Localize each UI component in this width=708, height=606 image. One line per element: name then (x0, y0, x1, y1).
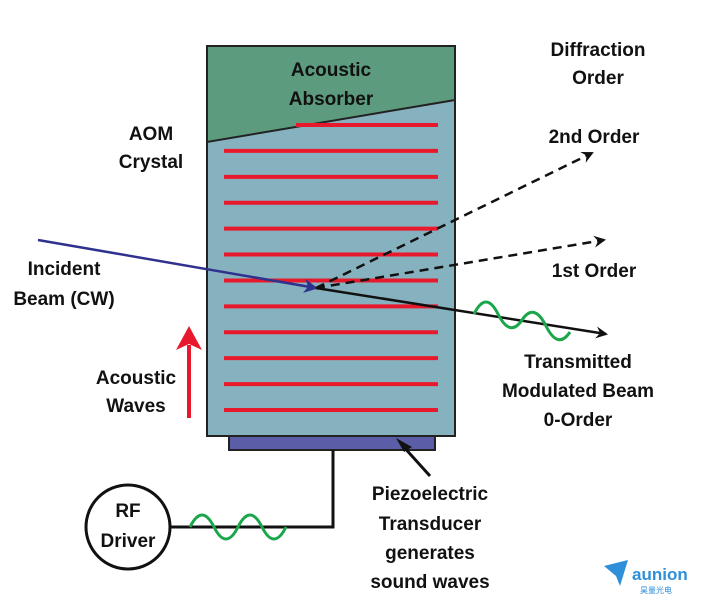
piezo-label-4: sound waves (370, 572, 489, 593)
second-order-label: 2nd Order (549, 127, 640, 148)
rf-sine-wave (188, 513, 288, 541)
diffraction-order-label-1: Diffraction (551, 40, 646, 61)
aom-crystal-label-2: Crystal (119, 152, 183, 173)
acoustic-waves-label-2: Waves (106, 396, 166, 417)
aunion-logo: aunion 昊量光电 (604, 560, 688, 595)
logo-text: aunion (632, 565, 688, 584)
rf-wire (170, 450, 335, 529)
rf-driver-label-2: Driver (101, 531, 157, 552)
diffraction-order-label-2: Order (572, 68, 624, 89)
first-order-label: 1st Order (552, 261, 637, 282)
transmitted-label-2: Modulated Beam (502, 381, 654, 402)
acoustic-waves-arrow-head (176, 326, 202, 350)
first-order-beam (315, 235, 606, 290)
aom-crystal-label-1: AOM (129, 124, 173, 145)
piezo-label-2: Transducer (379, 514, 482, 535)
rf-driver (84, 483, 172, 571)
transmitted-label-1: Transmitted (524, 352, 632, 373)
acoustic-absorber-label-1: Acoustic (291, 60, 372, 81)
incident-beam (37, 238, 318, 293)
incident-beam-label-2: Beam (CW) (13, 289, 114, 310)
modulation-wave (472, 300, 572, 342)
piezo-pointer-head (396, 438, 412, 452)
logo-bird-icon (604, 560, 628, 586)
second-order-beam (315, 151, 594, 290)
acoustic-wavefronts (224, 123, 438, 412)
incident-beam-label-1: Incident (28, 259, 102, 280)
acoustic-absorber (206, 45, 456, 144)
acoustic-absorber-label-2: Absorber (289, 89, 374, 110)
acoustic-waves-label-1: Acoustic (96, 368, 177, 389)
logo-subtext: 昊量光电 (640, 585, 672, 595)
piezo-label-3: generates (385, 543, 475, 564)
transmitted-label-3: 0-Order (544, 410, 613, 431)
rf-driver-label-1: RF (115, 501, 140, 522)
transmitted-beam (315, 286, 608, 339)
piezo-label-1: Piezoelectric (372, 484, 489, 505)
